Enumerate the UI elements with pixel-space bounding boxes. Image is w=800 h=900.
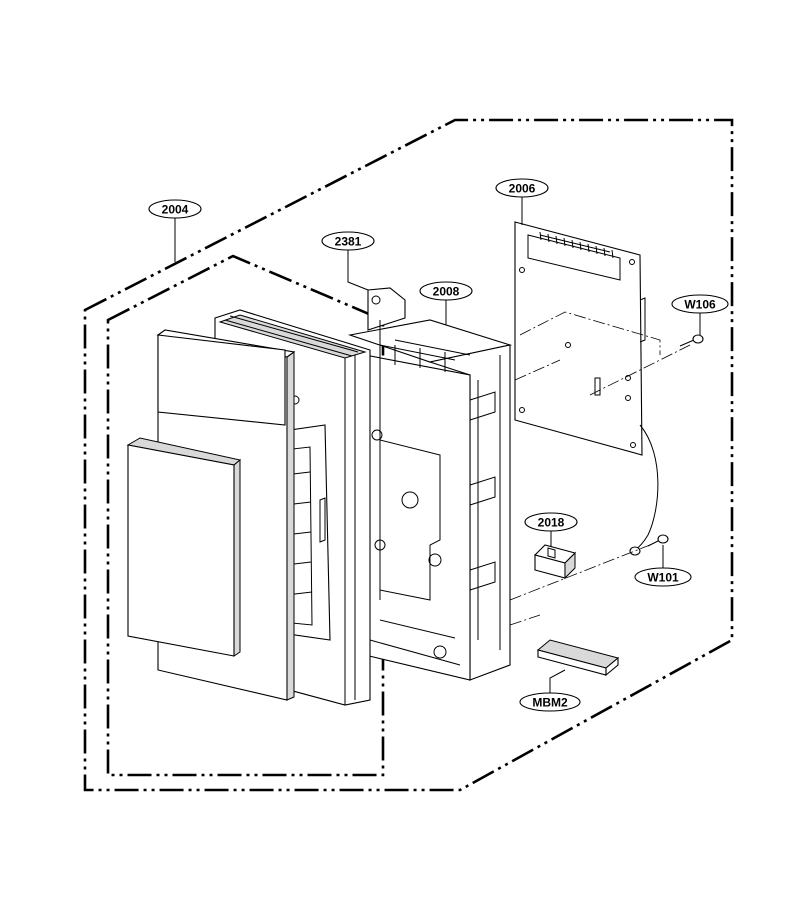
outer-assembly-boundary: [83, 118, 734, 792]
part-2008-bracket: [347, 319, 513, 681]
callout-2006-text: 2006: [509, 182, 536, 196]
callout-2018-text: 2018: [538, 516, 565, 530]
callout-2018: 2018: [524, 512, 578, 532]
upper-cover-pad: [157, 334, 286, 426]
callout-w101: W101: [634, 567, 692, 587]
callout-mbm2-text: MBM2: [532, 696, 568, 710]
pcb-mount-guide-a: [589, 344, 691, 396]
callout-2004-text: 2004: [162, 203, 189, 217]
part-2006-pcb: [514, 221, 646, 456]
part-w101-screw: [647, 534, 669, 547]
callout-w106-text: W106: [684, 298, 716, 312]
leader-lines: [174, 197, 701, 693]
pcb-mount-guide-b: [514, 359, 561, 381]
callout-2381: 2381: [321, 231, 375, 251]
part-2381-bracket: [367, 287, 406, 600]
callout-2006: 2006: [495, 178, 549, 198]
part-w106-screw: [679, 334, 704, 347]
callout-2004: 2004: [148, 199, 202, 219]
callout-2008: 2008: [419, 281, 473, 301]
callout-w101-text: W101: [647, 571, 679, 585]
inner-assembly-boundary: [106, 254, 385, 777]
w101-guide: [509, 544, 651, 601]
part-2018-clip: [533, 544, 577, 580]
keypad-membrane: [126, 437, 242, 657]
callout-2008-text: 2008: [433, 285, 460, 299]
callout-w106: W106: [671, 294, 729, 314]
pcb-mounting-plane: [519, 311, 661, 355]
lower-guide: [509, 614, 541, 626]
part-mbm2-booklet: [536, 639, 620, 677]
ground-lug: [629, 546, 641, 556]
ground-wire: [634, 424, 659, 551]
callout-mbm2: MBM2: [519, 692, 581, 712]
callout-2381-text: 2381: [335, 235, 362, 249]
